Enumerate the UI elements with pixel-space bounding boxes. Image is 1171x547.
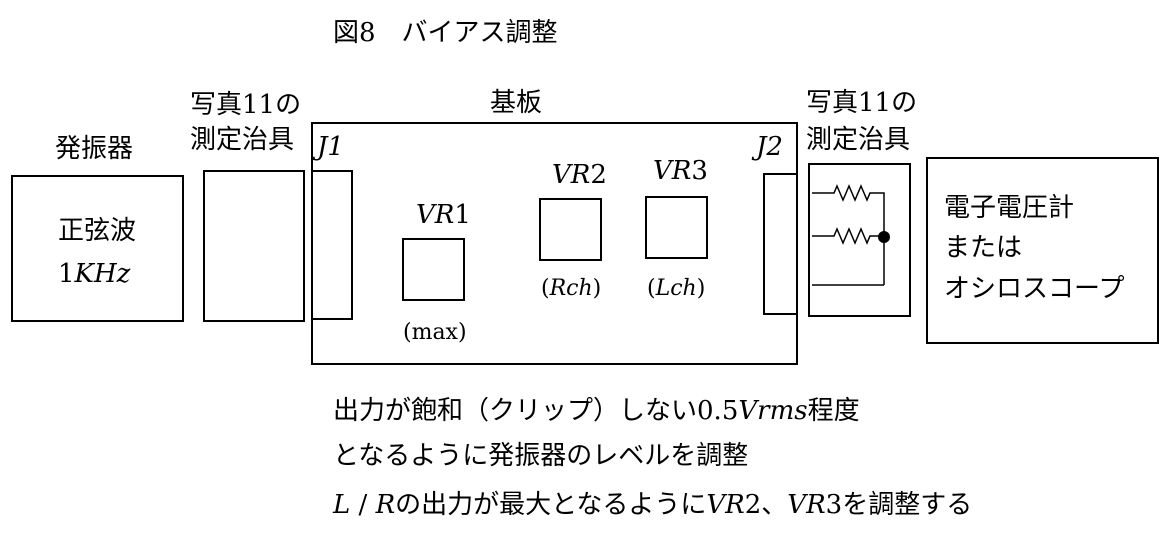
note-line1-a: 出力が飽和（クリップ）しない <box>333 396 698 426</box>
vr3-label: VR3 <box>653 156 708 186</box>
note-line2: となるように発振器のレベルを調整 <box>333 441 749 471</box>
vr3-name: VR <box>653 156 692 186</box>
j1-connector <box>311 170 353 320</box>
note-line3-r: R <box>375 490 396 520</box>
vr3-note-open: ( <box>647 276 656 301</box>
vr1-note: (max) <box>403 320 467 345</box>
jig-right-caption-line1: 写真11の <box>806 88 918 118</box>
vr2-name: VR <box>552 160 591 190</box>
oscillator-caption: 発振器 <box>55 134 134 164</box>
meter-line1: 電子電圧計 <box>944 193 1075 223</box>
j1-label: J1 <box>317 132 344 162</box>
frequency-unit: KHz <box>74 259 131 289</box>
vr2-number: 2 <box>590 160 607 190</box>
vr1-box <box>402 238 465 301</box>
jig-left-caption-line2: 測定治具 <box>190 125 295 155</box>
note-line3-vr: VR <box>706 490 745 520</box>
note-line3-a: の出力が最大となるように <box>395 490 707 520</box>
vr3-note-close: ) <box>696 276 706 301</box>
note-line3-l: L <box>333 490 351 520</box>
note-line3-n2: 3 <box>825 490 843 520</box>
meter-line2: または <box>944 233 1023 263</box>
meter-line3: オシロスコープ <box>944 274 1125 304</box>
vr3-channel: Lch <box>655 276 697 301</box>
vr1-label: VR1 <box>416 200 471 230</box>
note-line3-sep: / <box>350 490 376 520</box>
j2-connector <box>763 173 798 315</box>
resistor-upper-icon <box>812 184 885 285</box>
vr1-number: 1 <box>454 200 471 230</box>
oscillator-frequency: 1KHz <box>58 259 130 289</box>
frequency-value: 1 <box>58 259 75 289</box>
meter-box <box>926 157 1159 344</box>
note-line1-b: 程度 <box>807 396 860 426</box>
vr3-number: 3 <box>691 156 708 186</box>
figure-title: 図8 バイアス調整 <box>333 18 558 48</box>
note-line3-b: 、 <box>761 490 788 520</box>
vr2-note: (Rch) <box>541 274 601 304</box>
jig-left-caption-line1: 写真11の <box>190 90 302 120</box>
note-line3-c: を調整する <box>842 490 973 520</box>
note-line1: 出力が飽和（クリップ）しない0.5Vrms程度 <box>333 396 860 426</box>
note-line3: L / Rの出力が最大となるようにVR2、VR3を調整する <box>333 490 972 520</box>
resistor-lower-icon <box>812 227 884 245</box>
oscillator-box <box>11 175 184 322</box>
note-line3-vr2: VR <box>787 490 826 520</box>
vr3-box <box>645 196 708 259</box>
vr2-channel: Rch <box>549 276 593 301</box>
note-line1-num: 0.5 <box>697 396 739 426</box>
board-caption: 基板 <box>490 88 543 118</box>
vr2-note-close: ) <box>592 276 602 301</box>
vr2-label: VR2 <box>552 160 607 190</box>
note-line1-unit: Vrms <box>738 396 808 426</box>
jig-right-caption-line2: 測定治具 <box>806 125 911 155</box>
jig-left-box <box>203 170 305 322</box>
vr3-note: (Lch) <box>647 274 705 304</box>
oscillator-waveform: 正弦波 <box>58 216 137 246</box>
j2-label: J2 <box>756 132 783 162</box>
vr2-note-open: ( <box>541 276 550 301</box>
vr2-box <box>539 198 602 261</box>
note-line3-n1: 2 <box>744 490 762 520</box>
vr1-name: VR <box>416 200 455 230</box>
junction-dot-icon <box>878 231 890 243</box>
